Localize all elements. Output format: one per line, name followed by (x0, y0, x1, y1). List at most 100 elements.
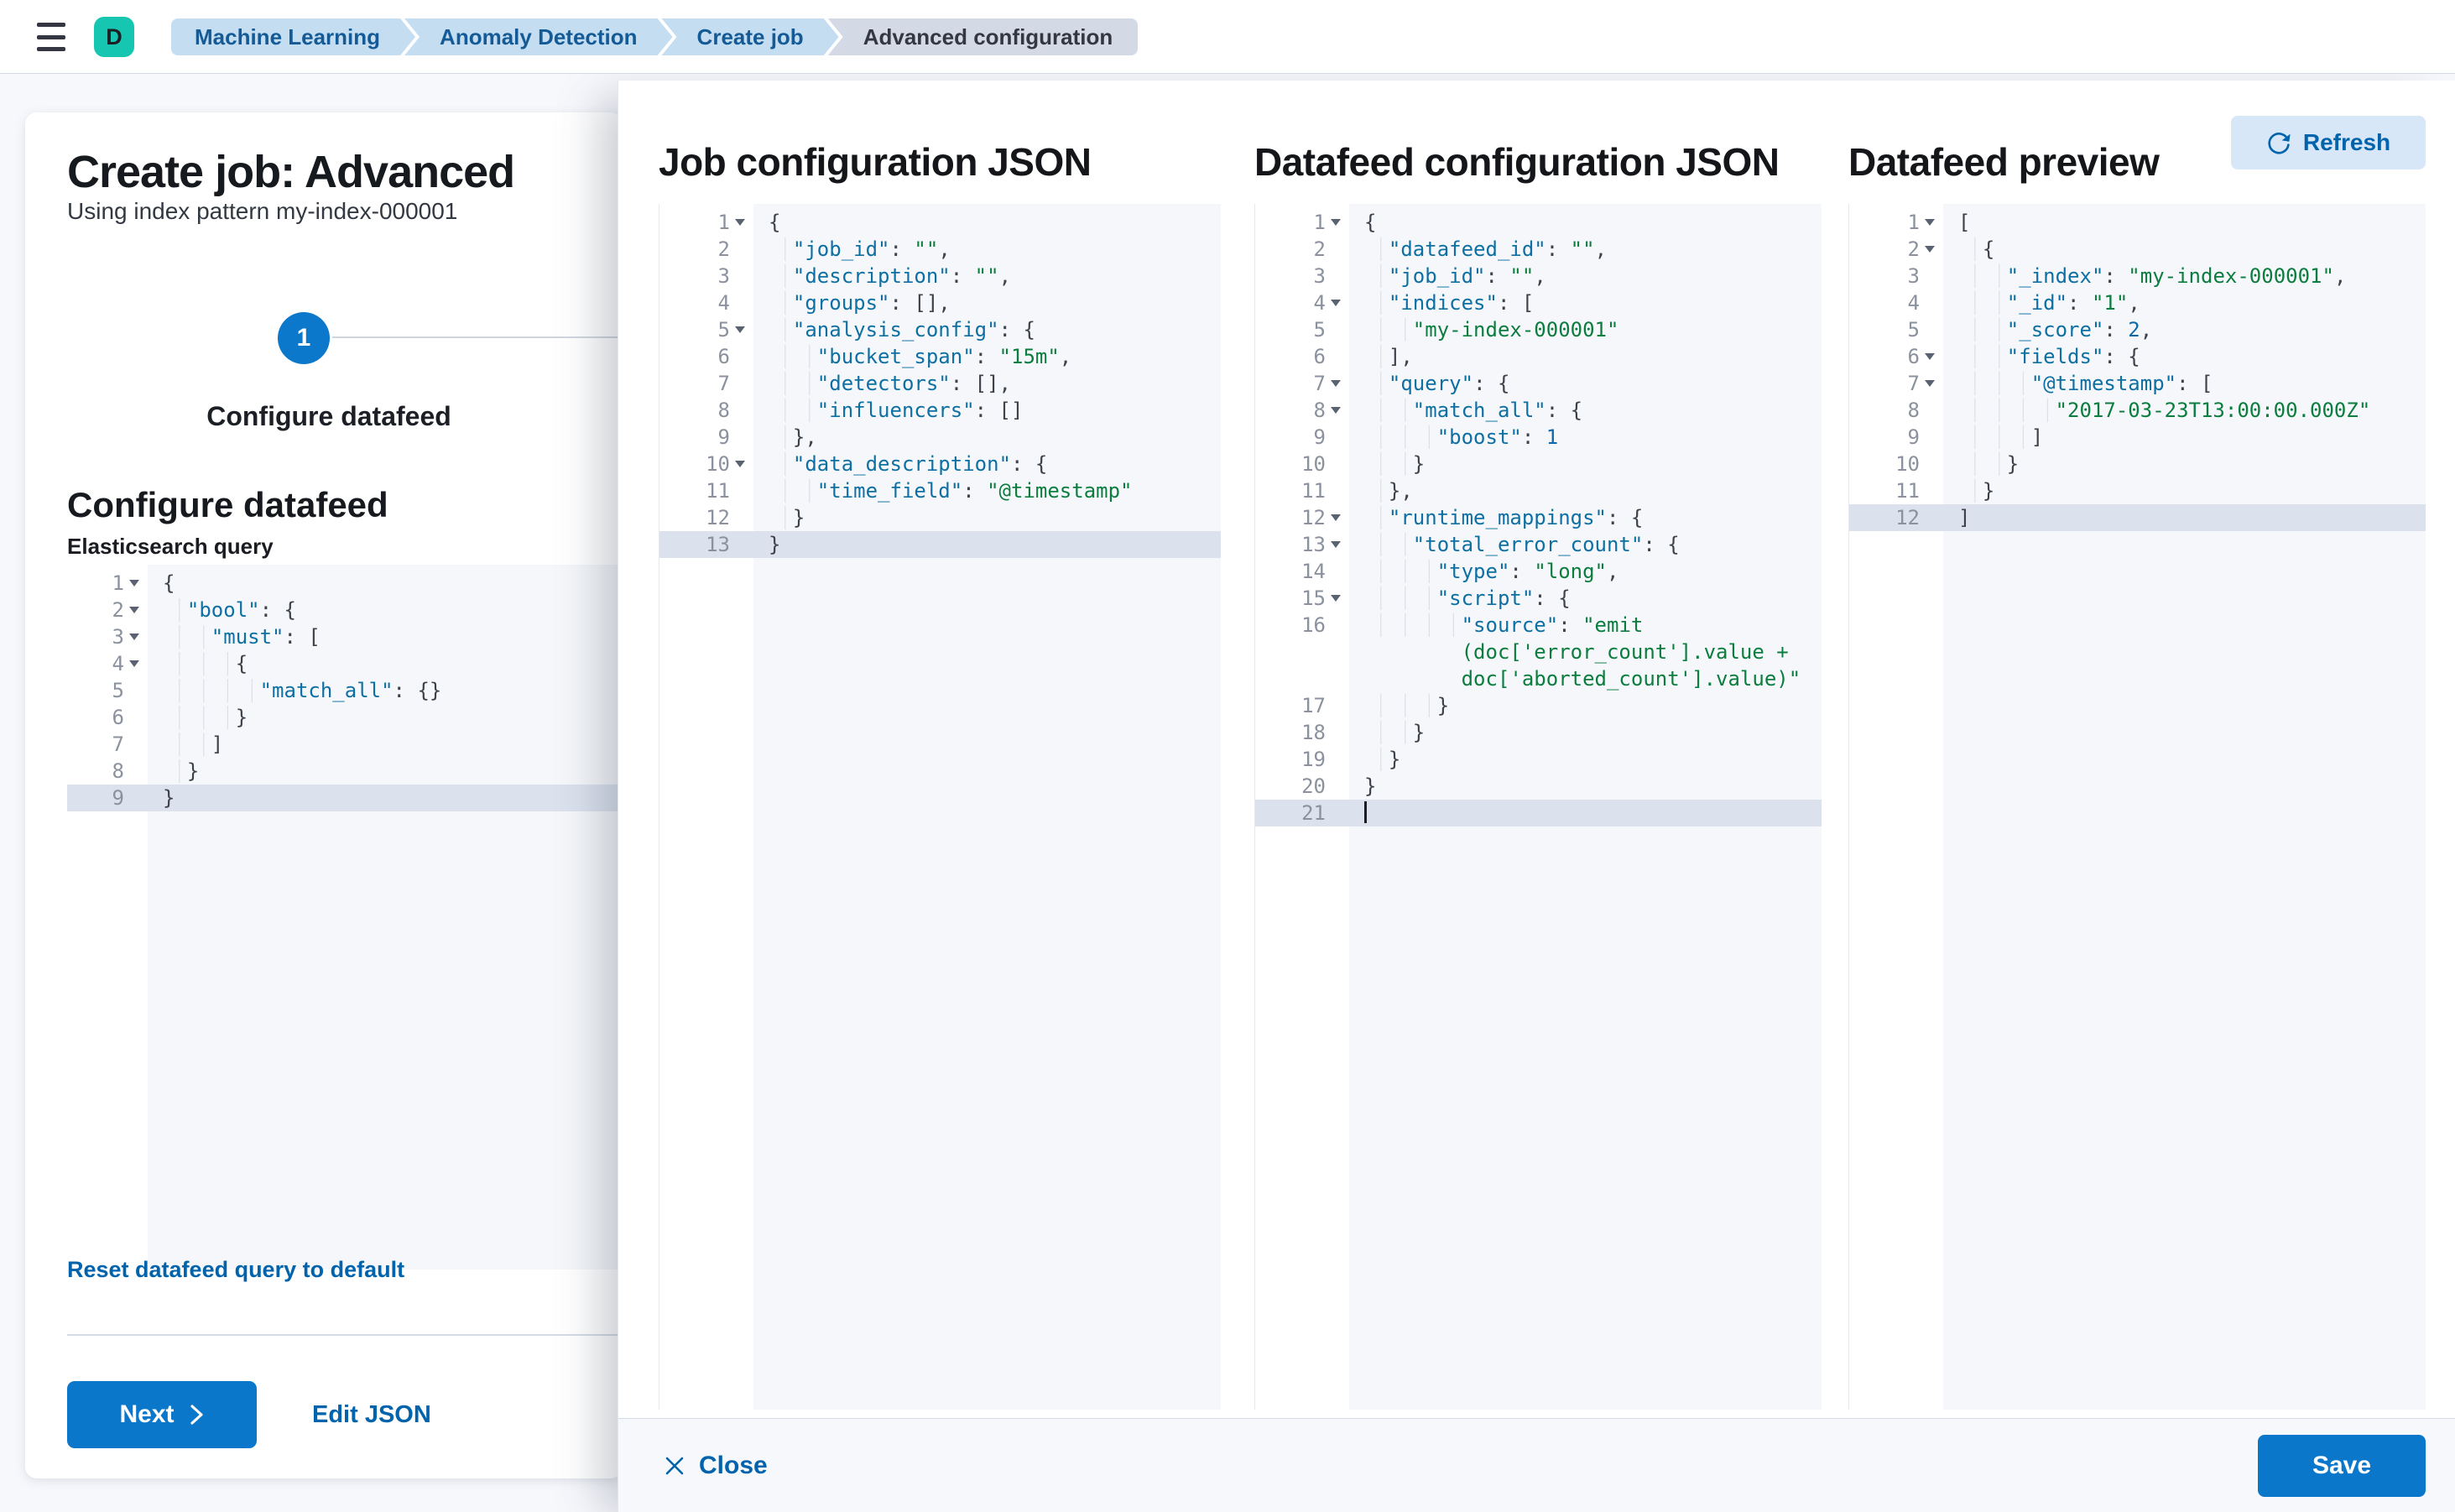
line-number: 18 (1301, 721, 1326, 744)
edit-json-link[interactable]: Edit JSON (312, 1401, 431, 1428)
line-number: 3 (717, 264, 730, 288)
fold-arrow-slot (730, 370, 750, 380)
datafeed-config-editor[interactable]: 1{2 "datafeed_id": "",3 "job_id": "",4 "… (1254, 204, 1822, 1410)
fold-arrow-icon[interactable] (1331, 219, 1341, 231)
reset-datafeed-query-link[interactable]: Reset datafeed query to default (67, 1257, 405, 1282)
code-line: 9 "boost": 1 (1255, 424, 1822, 451)
fold-arrow-icon[interactable] (1331, 541, 1341, 553)
datafeed-preview-title: Datafeed preview (1848, 140, 2160, 184)
line-gutter: 6 (659, 343, 753, 370)
code-content: { (1364, 211, 1377, 234)
fold-arrow-slot (730, 504, 750, 514)
job-config-editor[interactable]: 1{2 "job_id": "",3 "description": "",4 "… (659, 204, 1221, 1410)
code-content: "runtime_mappings": { (1349, 504, 1822, 531)
wizard-step-number: 1 (278, 312, 330, 364)
fold-arrow-icon[interactable] (1331, 407, 1341, 419)
save-button[interactable]: Save (2258, 1434, 2426, 1497)
line-number: 5 (717, 318, 730, 342)
breadcrumb-machine-learning[interactable]: Machine Learning (171, 18, 415, 55)
breadcrumb-create-job[interactable]: Create job (662, 18, 839, 55)
datafeed-preview-editor[interactable]: 1[2 {3 "_index": "my-index-000001",4 "_i… (1848, 204, 2426, 1410)
code-content: ] (148, 731, 623, 758)
code-content: "query": { (1349, 370, 1822, 397)
code-content: "detectors": [], (753, 370, 1221, 397)
line-number: 6 (1907, 345, 1920, 368)
line-gutter: 1 (1255, 209, 1349, 236)
fold-arrow-icon[interactable] (735, 326, 745, 338)
code-content: "source": "emit (doc['error_count'].valu… (1349, 612, 1822, 692)
fold-arrow-icon[interactable] (1925, 353, 1935, 365)
fold-arrow-icon[interactable] (129, 660, 139, 672)
fold-arrow-slot (1326, 424, 1346, 434)
line-gutter: 9 (659, 424, 753, 451)
line-gutter: 12 (1255, 504, 1349, 531)
close-button[interactable]: Close (662, 1452, 768, 1480)
fold-arrow-slot (1326, 746, 1346, 756)
elasticsearch-query-editor[interactable]: 1{2 "bool": {3 "must": [4 {5 "match_all"… (67, 565, 623, 1270)
fold-arrow-icon[interactable] (129, 633, 139, 645)
line-number: 12 (1895, 506, 1920, 529)
fold-arrow-slot (730, 343, 750, 353)
fold-arrow-slot (1326, 236, 1346, 246)
breadcrumb-anomaly-detection[interactable]: Anomaly Detection (404, 18, 673, 55)
code-line: 1[ (1849, 209, 2426, 236)
code-line: 7 "detectors": [], (659, 370, 1221, 397)
fold-arrow-icon[interactable] (1331, 380, 1341, 392)
line-number: 7 (1907, 372, 1920, 395)
line-number: 1 (1907, 211, 1920, 234)
line-number: 1 (1313, 211, 1326, 234)
fold-arrow-slot (1326, 692, 1346, 702)
line-number: 4 (1313, 291, 1326, 315)
hamburger-bar (37, 23, 65, 27)
fold-arrow-icon[interactable] (735, 461, 745, 472)
code-line: 6 } (67, 704, 623, 731)
menu-hamburger-icon[interactable] (37, 23, 65, 51)
fold-arrow-slot (730, 424, 750, 434)
line-number: 10 (1301, 452, 1326, 476)
code-content: }, (1349, 477, 1822, 504)
fold-arrow-slot (730, 477, 750, 487)
line-gutter: 18 (1255, 719, 1349, 746)
line-gutter: 7 (1255, 370, 1349, 397)
fold-arrow-icon[interactable] (1925, 219, 1935, 231)
code-line: 7 "query": { (1255, 370, 1822, 397)
fold-arrow-icon[interactable] (1331, 300, 1341, 311)
fold-arrow-slot (1920, 424, 1940, 434)
fold-arrow-icon[interactable] (129, 607, 139, 618)
code-content: "data_description": { (753, 451, 1221, 477)
fold-arrow-icon[interactable] (129, 580, 139, 592)
code-line: 7 "@timestamp": [ (1849, 370, 2426, 397)
line-number: 8 (112, 759, 124, 783)
code-content: ], (1349, 343, 1822, 370)
line-number: 4 (717, 291, 730, 315)
line-number: 15 (1301, 587, 1326, 610)
fold-arrow-icon[interactable] (1331, 514, 1341, 526)
refresh-button[interactable]: Refresh (2231, 116, 2426, 169)
code-line: 6 "bucket_span": "15m", (659, 343, 1221, 370)
code-line: 2 "bool": { (67, 597, 623, 623)
elasticsearch-query-label: Elasticsearch query (67, 534, 274, 559)
code-line: 14 "type": "long", (1255, 558, 1822, 585)
next-button-label: Next (119, 1400, 175, 1428)
fold-arrow-slot (124, 650, 144, 672)
code-content: } (1349, 719, 1822, 746)
fold-arrow-icon[interactable] (1925, 246, 1935, 258)
fold-arrow-slot (730, 531, 750, 541)
fold-arrow-icon[interactable] (1331, 595, 1341, 607)
advanced-configuration-flyout: Job configuration JSON Datafeed configur… (618, 81, 2455, 1512)
fold-arrow-icon[interactable] (1925, 380, 1935, 392)
editor-gutter (659, 204, 753, 1410)
line-number: 5 (1313, 318, 1326, 342)
code-line: 4 "groups": [], (659, 289, 1221, 316)
fold-arrow-slot (730, 263, 750, 273)
code-content: [ (1958, 211, 1971, 234)
line-number: 7 (717, 372, 730, 395)
code-content: "match_all": {} (148, 677, 623, 704)
flyout-footer: Close Save (618, 1418, 2455, 1512)
fold-arrow-icon[interactable] (735, 219, 745, 231)
next-button[interactable]: Next (67, 1381, 257, 1448)
line-gutter: 5 (659, 316, 753, 343)
avatar[interactable]: D (94, 17, 134, 57)
line-gutter: 21 (1255, 800, 1349, 826)
fold-arrow-slot (1920, 289, 1940, 300)
